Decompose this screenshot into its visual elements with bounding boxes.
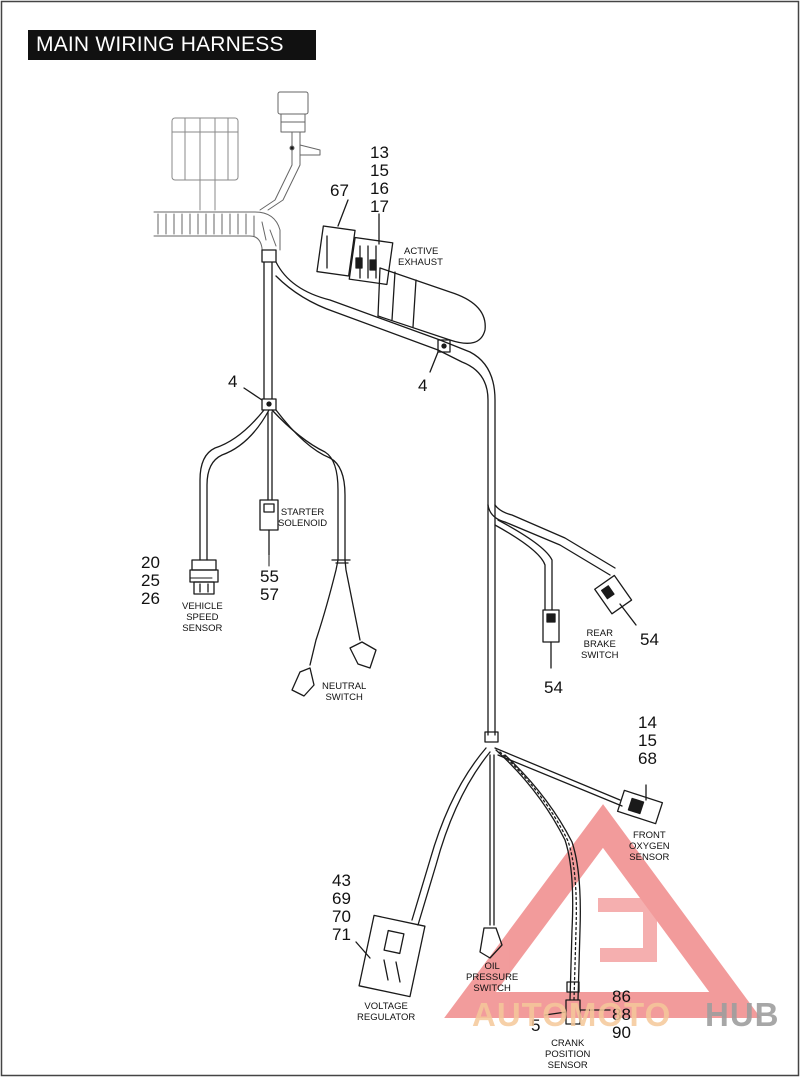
vss-connector xyxy=(189,559,219,595)
callout-4-center: 4 xyxy=(418,376,428,395)
callout-88: 88 xyxy=(612,1005,631,1024)
upper-fitting xyxy=(259,91,321,211)
label-oil-pressure-switch: OIL PRESSURE SWITCH xyxy=(466,961,519,994)
label-vehicle-speed-sensor: VEHICLE SPEED SENSOR xyxy=(182,601,223,634)
callout-16: 16 xyxy=(370,179,389,198)
callout-54-right: 54 xyxy=(640,630,659,649)
label-front-oxygen-sensor: FRONT OXYGEN SENSOR xyxy=(629,830,670,863)
callout-71: 71 xyxy=(332,925,351,944)
callout-57: 57 xyxy=(260,585,279,604)
callout-55: 55 xyxy=(260,567,279,586)
callout-68: 68 xyxy=(638,749,657,768)
label-rear-brake-switch: REAR BRAKE SWITCH xyxy=(581,628,619,661)
callout-70: 70 xyxy=(332,907,351,926)
leader-lines xyxy=(189,555,270,579)
oil-branch xyxy=(479,754,503,959)
callout-20: 20 xyxy=(141,553,160,572)
neutral-branch xyxy=(291,559,377,697)
callout-43: 43 xyxy=(332,871,351,890)
page-title: MAIN WIRING HARNESS xyxy=(36,33,284,56)
starter-connector xyxy=(259,499,279,556)
clip-center xyxy=(429,339,451,373)
callout-67: 67 xyxy=(330,181,349,200)
callout-25: 25 xyxy=(141,571,160,590)
callout-4-left: 4 xyxy=(228,372,238,391)
label-voltage-regulator: VOLTAGE REGULATOR xyxy=(357,1001,416,1023)
watermark-automoto: AUTOMOTO xyxy=(472,996,672,1033)
main-trunk xyxy=(487,504,496,736)
o2-branch xyxy=(494,747,664,825)
crank-branch xyxy=(495,749,611,1025)
callout-69: 69 xyxy=(332,889,351,908)
lower-clip xyxy=(484,731,499,743)
callout-15b: 15 xyxy=(638,731,657,750)
vreg-branch xyxy=(355,747,491,998)
watermark-triangle xyxy=(444,804,761,1018)
main-connector-block xyxy=(171,117,239,211)
callout-86: 86 xyxy=(612,987,631,1006)
label-neutral-switch: NEUTRAL SWITCH xyxy=(322,681,367,703)
left-clip xyxy=(261,249,277,263)
left-branches xyxy=(199,409,346,561)
callout-90: 90 xyxy=(612,1023,631,1042)
callout-26: 26 xyxy=(141,589,160,608)
active-exhaust-tube xyxy=(377,267,486,344)
title-bar: MAIN WIRING HARNESS xyxy=(28,30,316,60)
callout-13: 13 xyxy=(370,143,389,162)
clip-left xyxy=(243,387,277,411)
label-crank-position-sensor: CRANK POSITION SENSOR xyxy=(545,1038,591,1071)
callout-15: 15 xyxy=(370,161,389,180)
rear-brake-branch xyxy=(487,504,637,669)
callout-14: 14 xyxy=(638,713,657,732)
label-starter-solenoid: STARTER SOLENOID xyxy=(278,507,328,529)
callout-17: 17 xyxy=(370,197,389,216)
watermark-hub: HUB xyxy=(705,996,780,1033)
callout-5: 5 xyxy=(531,1016,541,1035)
callout-54-left: 54 xyxy=(544,678,563,697)
active-exhaust-connector xyxy=(316,199,394,286)
label-active-exhaust: ACTIVE EXHAUST xyxy=(398,246,443,268)
diag-harness xyxy=(275,261,496,506)
top-harness-bundle xyxy=(153,211,281,256)
left-trunk xyxy=(263,255,273,401)
